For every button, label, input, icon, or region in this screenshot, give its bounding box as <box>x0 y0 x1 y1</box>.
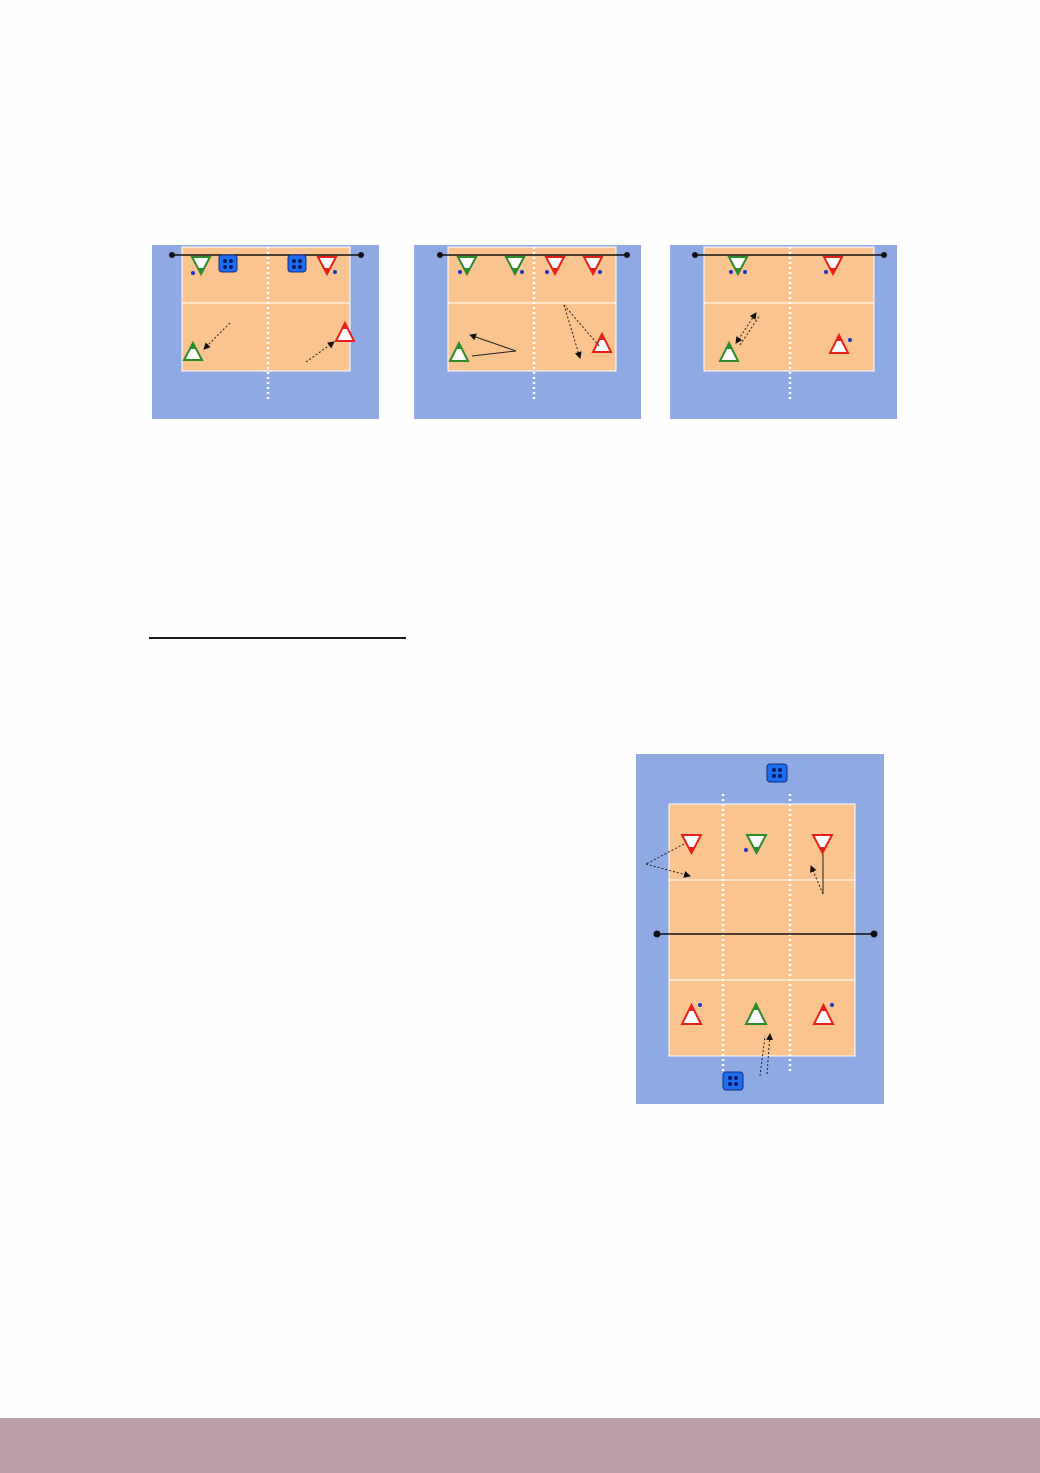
net-post-icon <box>653 930 661 938</box>
drill-diagram-3 <box>670 245 897 419</box>
ball-dot-icon <box>824 270 828 274</box>
net-post-icon <box>870 930 878 938</box>
ball-dot-icon <box>545 270 549 274</box>
cone-box-icon <box>766 763 788 783</box>
player-red-down-icon <box>811 834 834 856</box>
drill-diagram-4 <box>636 754 884 1104</box>
ball-dot-icon <box>848 338 852 342</box>
ball-dot-icon <box>729 270 733 274</box>
ball-dot-icon <box>598 270 602 274</box>
ball-dot-icon <box>743 270 747 274</box>
footer-band <box>0 1418 1040 1473</box>
net-post-icon <box>358 252 364 258</box>
player-red-up-icon <box>812 1002 835 1025</box>
dashed-arrow-icon <box>563 304 582 359</box>
cone-box-icon <box>722 1071 744 1091</box>
net-post-icon <box>437 252 443 258</box>
player-green-up-icon <box>182 340 204 361</box>
player-green-down-icon <box>745 834 768 856</box>
ball-dot-icon <box>333 270 337 274</box>
ball-dot-icon <box>191 271 195 275</box>
ball-dot-icon <box>698 1003 702 1007</box>
drill-diagram-2 <box>414 245 641 419</box>
dashed-arrow-icon <box>766 1033 774 1075</box>
player-green-down-icon <box>190 256 212 277</box>
dashed-arrow-icon <box>563 304 601 348</box>
dashed-arrow-icon <box>305 341 335 363</box>
cone-box-icon <box>218 254 238 273</box>
net-post-icon <box>169 252 175 258</box>
player-red-down-icon <box>544 256 566 277</box>
ball-dot-icon <box>520 270 524 274</box>
net-post-icon <box>624 252 630 258</box>
dashed-arrow-icon <box>759 1035 766 1077</box>
player-red-down-icon <box>582 256 604 277</box>
dashed-arrow-icon <box>469 333 517 352</box>
player-green-down-icon <box>504 256 526 277</box>
player-red-up-icon <box>591 331 613 353</box>
ball-dot-icon <box>744 848 748 852</box>
dashed-arrow-icon <box>471 350 517 357</box>
player-green-down-icon <box>727 256 749 277</box>
player-green-down-icon <box>456 256 478 277</box>
drill-diagram-1 <box>152 245 379 419</box>
player-green-up-icon <box>718 340 740 362</box>
player-red-up-icon <box>828 332 850 354</box>
player-red-down-icon <box>316 256 338 277</box>
player-green-up-icon <box>448 340 470 362</box>
section-underline <box>149 637 406 639</box>
player-red-down-icon <box>822 256 844 277</box>
net-post-icon <box>881 252 887 258</box>
dashed-arrow-icon <box>645 843 685 865</box>
player-green-up-icon <box>744 1001 768 1025</box>
player-red-up-icon <box>680 1002 703 1025</box>
cone-box-icon <box>287 254 307 273</box>
court-floor <box>181 246 351 372</box>
ball-dot-icon <box>458 270 462 274</box>
dashed-arrow-icon <box>810 865 824 895</box>
net-post-icon <box>692 252 698 258</box>
court-floor <box>447 246 617 372</box>
ball-dot-icon <box>830 1003 834 1007</box>
player-red-up-icon <box>334 320 356 342</box>
player-red-down-icon <box>680 834 703 856</box>
